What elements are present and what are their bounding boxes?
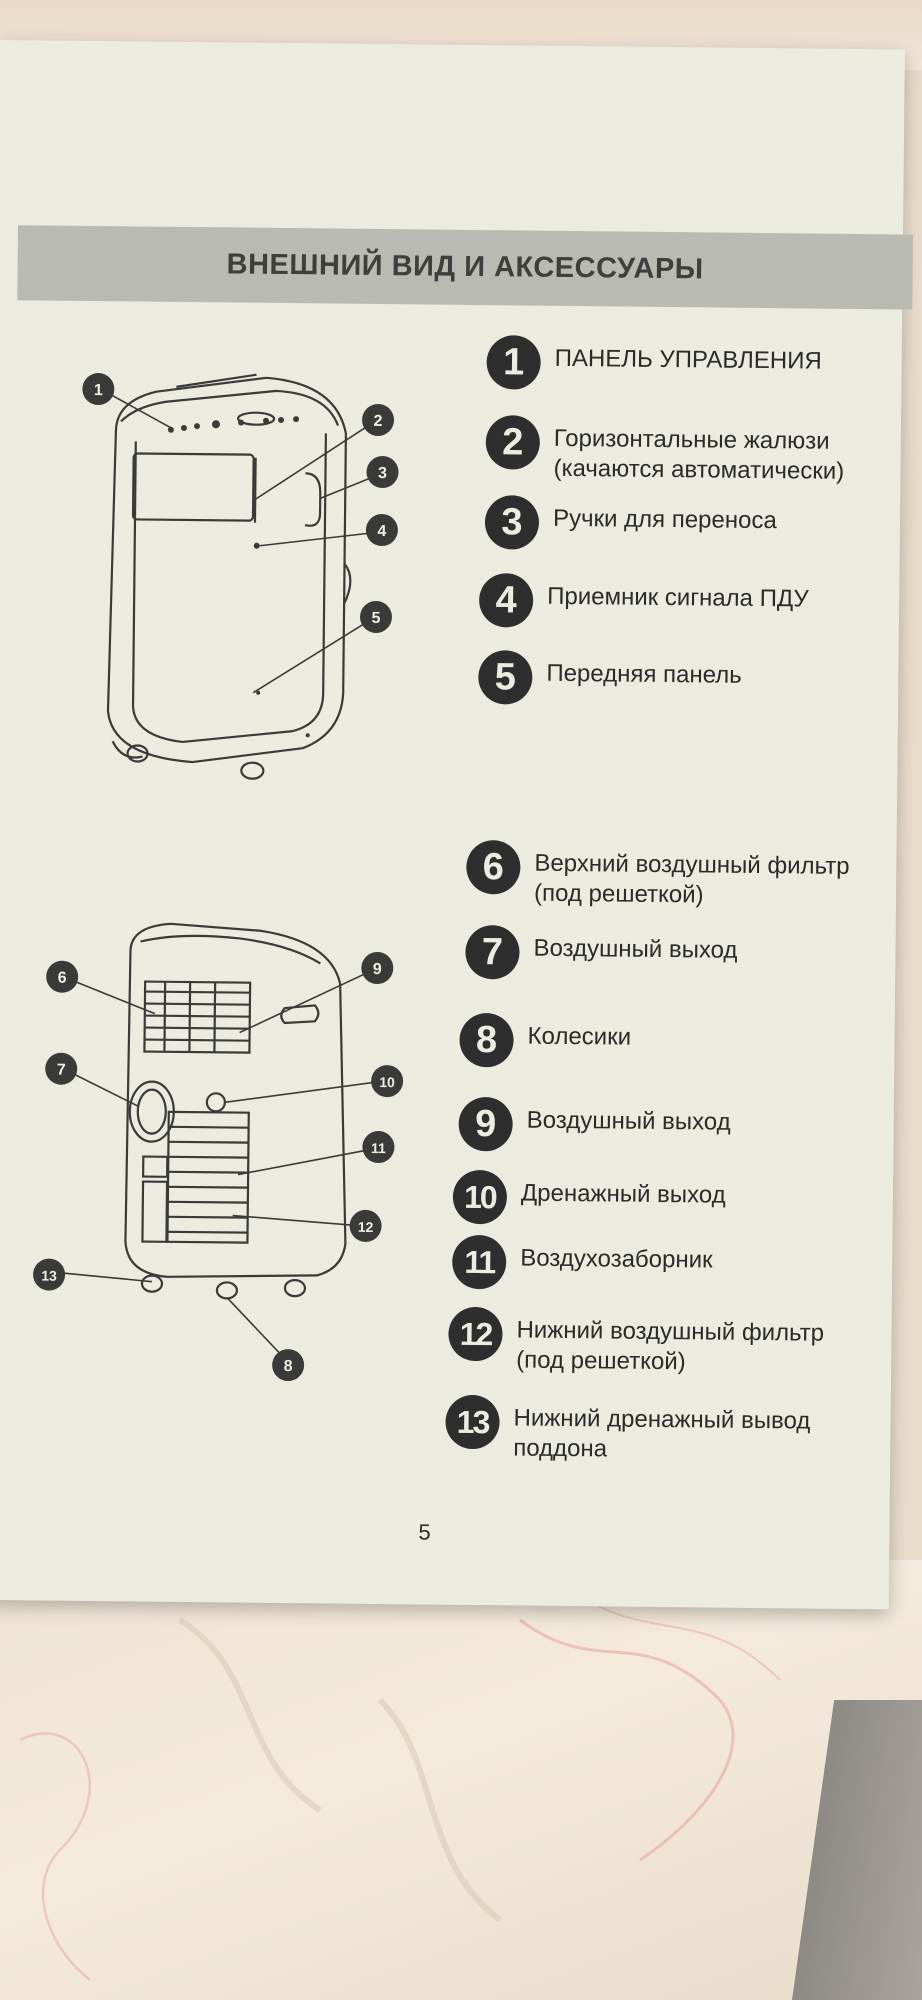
callout-10: 10 (379, 1074, 395, 1090)
legend-label: Горизонтальные жалюзи (качаются автомати… (553, 424, 845, 485)
legend-item-4: 4 Приемник сигнала ПДУ (478, 573, 809, 630)
legend-item-3: 3 Ручки для переноса (484, 495, 777, 552)
number-badge: 13 (445, 1394, 500, 1450)
legend-item-1: 1 ПАНЕЛЬ УПРАВЛЕНИЯ (486, 335, 822, 393)
legend-item-2: 2 Горизонтальные жалюзи (качаются автома… (485, 415, 844, 487)
legend-label: Нижний дренажный вывод поддона (513, 1404, 811, 1463)
callout-2: 2 (373, 413, 382, 430)
callout-6: 6 (58, 970, 67, 987)
front-view-drawing: 1 2 3 4 5 (82, 373, 399, 780)
legend-label: Дренажный выход (520, 1179, 726, 1209)
callout-13: 13 (41, 1268, 57, 1284)
callout-11: 11 (371, 1140, 386, 1156)
number-badge: 3 (484, 495, 540, 550)
back-callouts: 6 7 9 10 11 12 13 8 (33, 952, 404, 1382)
legend-item-10: 10 Дренажный выход (452, 1169, 726, 1227)
legend-item-13: 13 Нижний дренажный вывод поддона (445, 1394, 811, 1467)
number-badge: 9 (458, 1096, 513, 1152)
callout-4: 4 (377, 523, 386, 540)
section-title: ВНЕШНИЙ ВИД И АКСЕССУАРЫ (226, 248, 704, 286)
legend-label: Нижний воздушный фильтр (под решеткой) (516, 1316, 825, 1376)
legend-label: ПАНЕЛЬ УПРАВЛЕНИЯ (554, 344, 822, 375)
number-badge: 1 (486, 335, 541, 390)
legend-item-11: 11 Воздухозаборник (451, 1234, 713, 1292)
front-callouts: 1 2 3 4 5 (82, 373, 399, 633)
number-badge: 6 (466, 839, 521, 895)
legend-label: Передняя панель (546, 659, 742, 689)
legend-label: Воздушный выход (533, 934, 738, 964)
callout-9: 9 (373, 961, 382, 978)
callout-12: 12 (358, 1219, 374, 1235)
manual-page: ВНЕШНИЙ ВИД И АКСЕССУАРЫ (0, 40, 914, 1610)
legend-item-9: 9 Воздушный выход (458, 1096, 731, 1154)
legend-item-8: 8 Колесики (459, 1012, 632, 1069)
legend-item-12: 12 Нижний воздушный фильтр (под решеткой… (448, 1306, 825, 1379)
legend-label: Приемник сигнала ПДУ (547, 582, 809, 613)
legend-item-6: 6 Верхний воздушный фильтр (под решеткой… (466, 839, 850, 912)
number-badge: 2 (485, 415, 541, 470)
legend-item-7: 7 Воздушный выход (465, 924, 738, 982)
number-badge: 7 (465, 924, 520, 980)
number-badge: 10 (452, 1169, 508, 1225)
legend-label: Воздушный выход (526, 1106, 731, 1136)
legend-label: Колесики (527, 1022, 632, 1051)
number-badge: 4 (478, 573, 534, 628)
legend-label: Ручки для переноса (552, 504, 777, 535)
callout-7: 7 (57, 1062, 66, 1079)
callout-5: 5 (371, 610, 380, 627)
legend-label: Верхний воздушный фильтр (под решеткой) (533, 849, 850, 909)
page-number: 5 (418, 1519, 431, 1545)
callout-8: 8 (284, 1358, 293, 1375)
number-badge: 5 (478, 650, 533, 705)
number-badge: 8 (459, 1012, 514, 1068)
back-view-drawing: 6 7 9 10 11 12 13 8 (33, 922, 404, 1382)
callout-1: 1 (94, 382, 103, 399)
number-badge: 11 (451, 1234, 507, 1290)
callout-3: 3 (378, 465, 387, 482)
legend-item-5: 5 Передняя панель (478, 650, 742, 707)
number-badge: 12 (448, 1306, 503, 1362)
section-header: ВНЕШНИЙ ВИД И АКСЕССУАРЫ (17, 225, 914, 310)
fabric-background-bottom (0, 1560, 922, 2000)
legend-label: Воздухозаборник (520, 1244, 713, 1274)
fabric-pattern (19, 1579, 781, 1981)
